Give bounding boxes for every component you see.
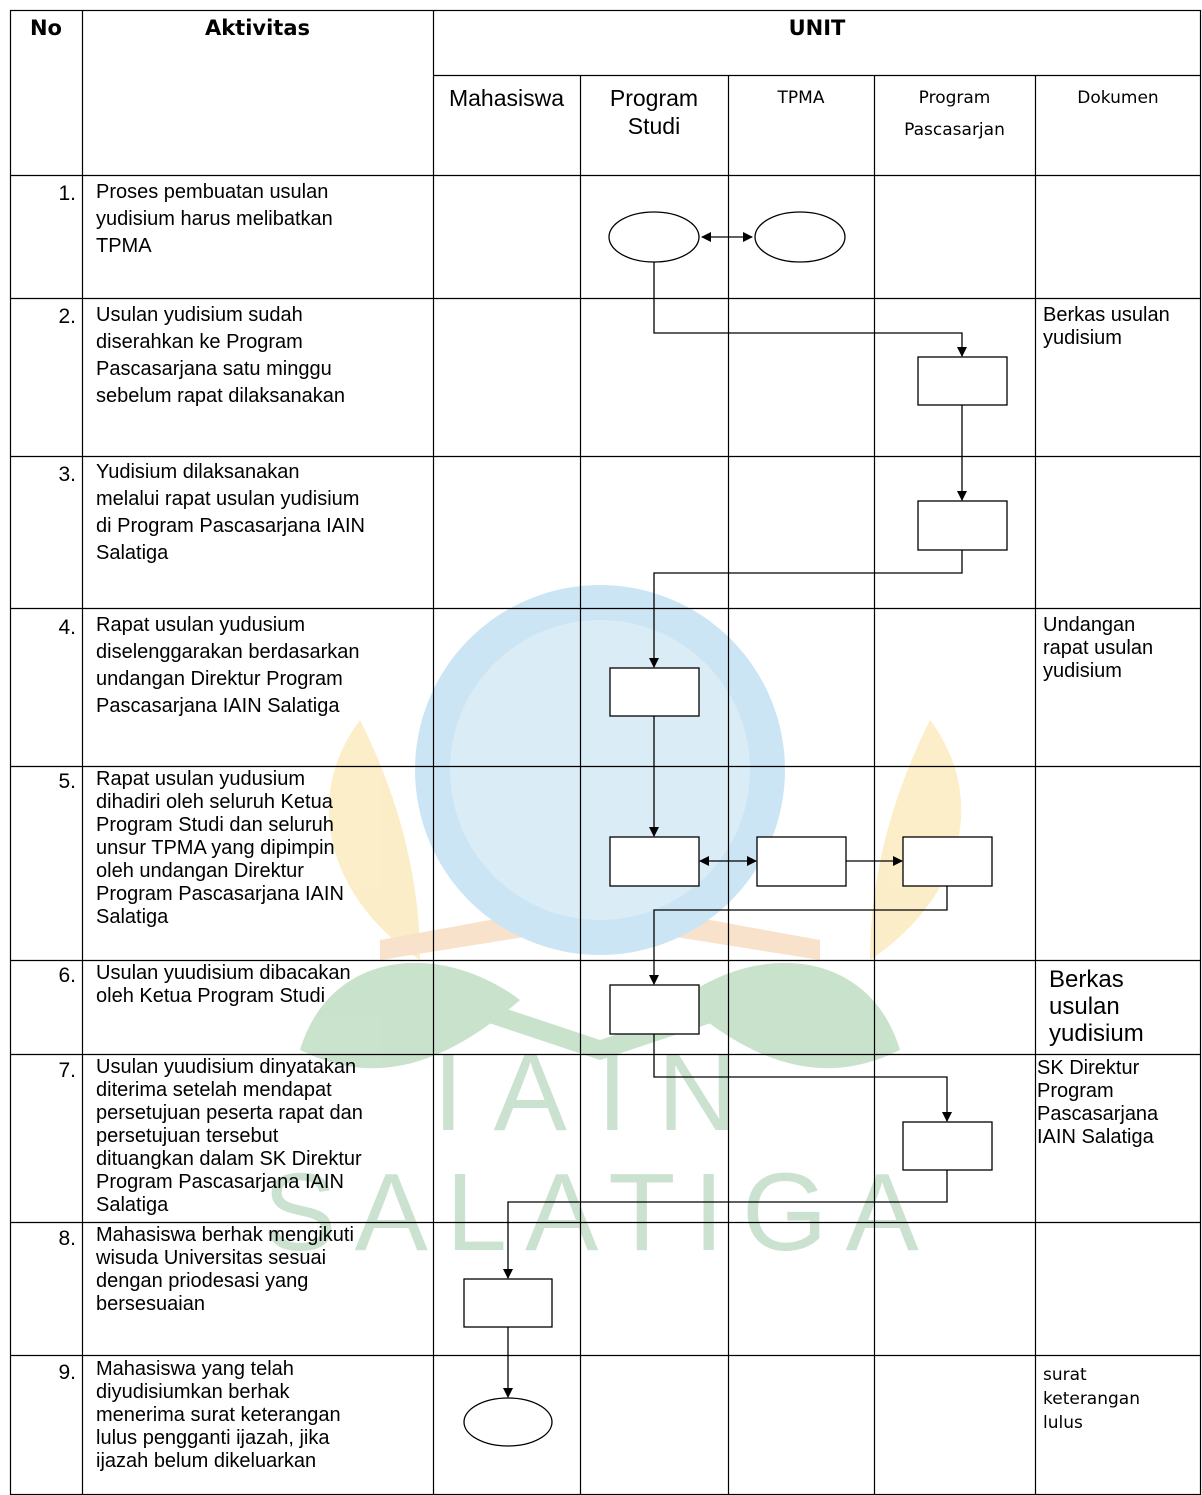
row-6-dokumen: Berkas usulan yudisium: [1049, 966, 1144, 1047]
unit-program-studi: Program Studi: [609, 85, 699, 139]
row-2-dokumen: Berkas usulan yudisium: [1043, 304, 1170, 349]
start-terminator-prodi: [608, 211, 700, 263]
row-7-aktivitas: Usulan yuudisium dinyatakan diterima set…: [96, 1056, 363, 1216]
row-2-aktivitas: Usulan yudisium sudah diserahkan ke Prog…: [96, 304, 346, 407]
connector-7-8: [503, 1170, 948, 1279]
row-1-no: 1.: [58, 182, 76, 205]
process-box-row3-pps: [917, 500, 1008, 551]
row-3-aktivitas: Yudisium dilaksanakan melalui rapat usul…: [96, 461, 366, 564]
unit-program-pascasarjana: Program Pascasarjan: [904, 88, 1005, 140]
process-box-row2-pps: [917, 356, 1008, 406]
unit-mahasiswa: Mahasiswa: [448, 85, 565, 111]
row-8-no: 8.: [58, 1227, 76, 1250]
end-terminator-mahasiswa: [463, 1397, 553, 1447]
terminator-tpma: [754, 211, 846, 263]
row-9-dokumen: surat keterangan lulus: [1043, 1365, 1140, 1433]
row-2-no: 2.: [58, 305, 76, 328]
connector-5-6: [649, 886, 948, 985]
row-8-aktivitas: Mahasiswa berhak mengikuti wisuda Univer…: [96, 1224, 354, 1315]
book-base: [420, 980, 780, 1060]
process-box-row4-prodi: [609, 667, 700, 717]
row-7-dokumen: SK Direktur Program Pascasarjana IAIN Sa…: [1037, 1057, 1159, 1148]
watermark-iain-text: IAIN: [433, 1031, 767, 1154]
process-box-row5-tpma: [756, 836, 847, 887]
leaf-yellow-left: [328, 720, 420, 960]
watermark-salatiga-text: SALATIGA: [263, 1151, 937, 1274]
connector-3-4: [649, 550, 963, 668]
header-aktivitas: Aktivitas: [204, 16, 311, 40]
header-no: No: [29, 16, 62, 40]
row-7-no: 7.: [58, 1059, 76, 1082]
process-box-row8-mahasiswa: [463, 1278, 553, 1328]
row-4-no: 4.: [58, 616, 76, 639]
process-box-row5-prodi: [609, 836, 700, 887]
row-6-no: 6.: [58, 964, 76, 987]
row-4-dokumen: Undangan rapat usulan yudisium: [1043, 614, 1154, 682]
connector-1-2: [653, 262, 967, 357]
unit-tpma: TPMA: [777, 88, 825, 108]
row-5-no: 5.: [58, 770, 76, 793]
row-6-aktivitas: Usulan yuudisium dibacakan oleh Ketua Pr…: [96, 962, 351, 1007]
row-1-aktivitas: Proses pembuatan usulan yudisium harus m…: [96, 181, 333, 257]
unit-dokumen: Dokumen: [1077, 88, 1159, 108]
header-unit: UNIT: [788, 16, 846, 40]
row-9-no: 9.: [58, 1361, 76, 1384]
process-box-row7-pps: [902, 1121, 993, 1171]
row-5-aktivitas: Rapat usulan yudusium dihadiri oleh selu…: [96, 768, 344, 928]
process-box-row6-prodi: [609, 984, 700, 1035]
row-4-aktivitas: Rapat usulan yudusium diselenggarakan be…: [96, 614, 360, 717]
row-3-no: 3.: [58, 463, 76, 486]
connector-6-7: [653, 1034, 952, 1122]
row-9-aktivitas: Mahasiswa yang telah diyudisiumkan berha…: [96, 1358, 341, 1472]
process-box-row5-pps: [902, 836, 993, 887]
leaf-green-left: [300, 962, 520, 1069]
leaf-green-right: [680, 962, 900, 1069]
book-shape: [380, 900, 820, 960]
